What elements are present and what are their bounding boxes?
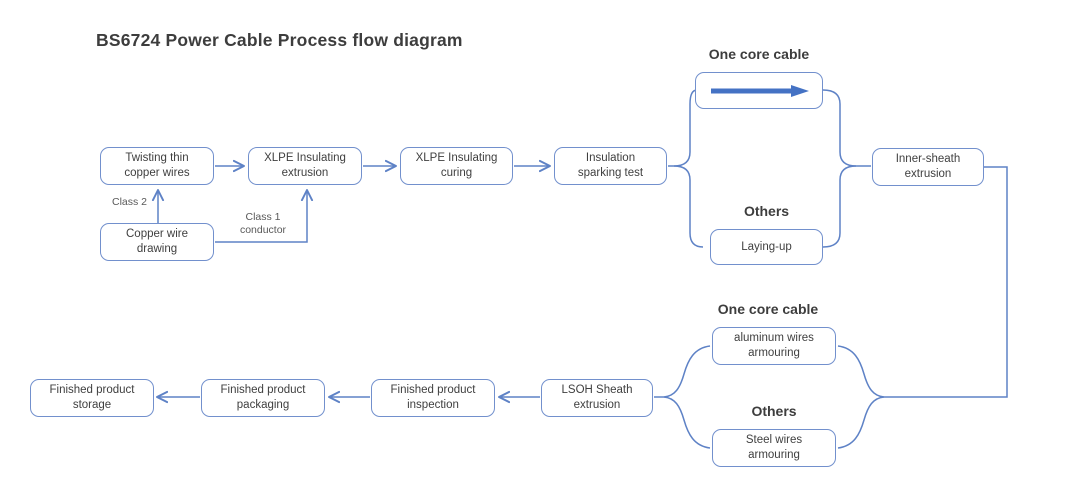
node-laying-up[interactable]: Laying-up	[710, 229, 823, 265]
edge-split1-bottom	[673, 165, 704, 248]
node-lsoh-sheath-extrusion[interactable]: LSOH Sheath extrusion	[541, 379, 653, 417]
branch2-one-core-cable-label: One core cable	[717, 301, 819, 317]
branch1-one-core-cable-label: One core cable	[708, 46, 810, 62]
edge-split2-bottom	[837, 396, 885, 449]
edge-inner-sheath-down	[884, 166, 1008, 398]
edge-merge1-top	[822, 89, 857, 167]
class-2-label: Class 2	[112, 196, 148, 208]
node-one-core-cable-flow[interactable]	[695, 72, 823, 109]
node-steel-wires-armouring[interactable]: Steel wires armouring	[712, 429, 836, 467]
node-xlpe-insulating-curing[interactable]: XLPE Insulating curing	[400, 147, 513, 185]
node-aluminum-wires-armouring[interactable]: aluminum wires armouring	[712, 327, 836, 365]
node-finished-product-storage[interactable]: Finished product storage	[30, 379, 154, 417]
edge-split1-top	[673, 89, 698, 167]
node-finished-product-packaging[interactable]: Finished product packaging	[201, 379, 325, 417]
branch2-others-label: Others	[751, 403, 797, 419]
node-finished-product-inspection[interactable]: Finished product inspection	[371, 379, 495, 417]
page-title: BS6724 Power Cable Process flow diagram	[96, 30, 463, 50]
node-xlpe-insulating-extrusion[interactable]: XLPE Insulating extrusion	[248, 147, 362, 185]
edge-split2-top	[837, 345, 885, 398]
node-copper-wire-drawing[interactable]: Copper wire drawing	[100, 223, 214, 261]
edge-merge2-bottom	[663, 396, 711, 449]
class-1-conductor-label: Class 1 conductor	[239, 211, 287, 237]
edge-merge2-top	[663, 345, 711, 398]
node-insulation-sparking-test[interactable]: Insulation sparking test	[554, 147, 667, 185]
right-arrow-icon	[711, 84, 809, 97]
edge-merge1-bottom	[822, 165, 857, 248]
edge-class1	[215, 190, 307, 243]
branch1-others-label: Others	[743, 203, 790, 219]
node-twisting-thin-copper-wires[interactable]: Twisting thin copper wires	[100, 147, 214, 185]
node-inner-sheath-extrusion[interactable]: Inner-sheath extrusion	[872, 148, 984, 186]
